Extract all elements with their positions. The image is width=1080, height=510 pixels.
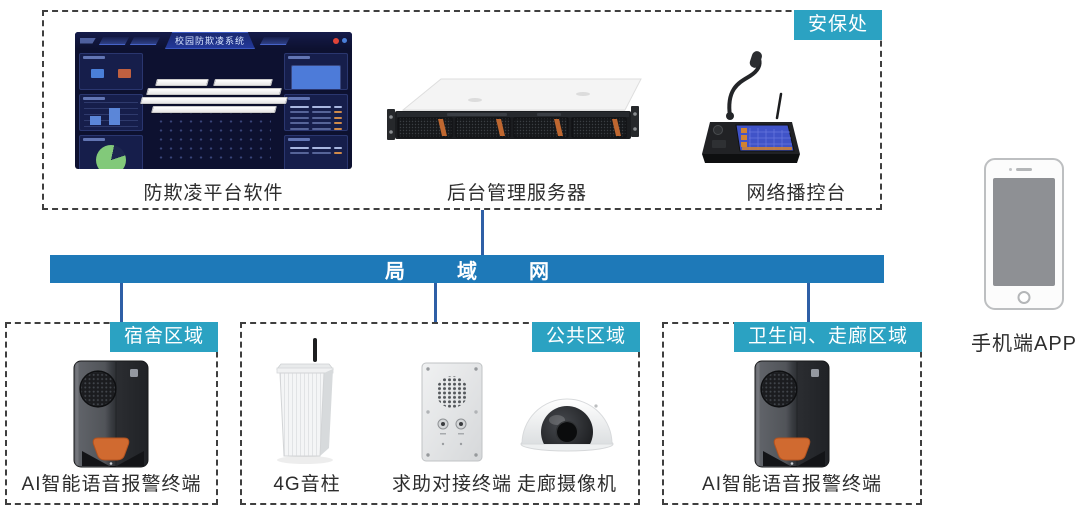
dashboard-right-column	[284, 53, 348, 169]
connector-line-restroom	[807, 283, 810, 322]
dashboard-left-column	[79, 53, 143, 169]
zone-badge-restroom-corridor: 卫生间、走廊区域	[733, 322, 922, 352]
speaker-grille	[762, 372, 796, 406]
zone-dormitory: 宿舍区域 AI智能语音报警终端	[5, 322, 218, 505]
campus-map-3d	[139, 53, 288, 169]
dashboard-nav-tab	[98, 36, 130, 45]
help-terminal-label: 求助对接终端	[391, 474, 512, 495]
connector-line-dormitory	[120, 283, 123, 322]
server-label: 后台管理服务器	[446, 183, 587, 204]
ai-terminal-label: AI智能语音报警终端	[21, 474, 202, 495]
zone-badge-security-office: 安保处	[793, 10, 882, 40]
help-intercom-image	[421, 362, 483, 462]
zone-badge-public-area: 公共区域	[531, 322, 640, 352]
lan-bar: 局域网	[50, 255, 884, 283]
platform-dashboard-image: 校园防欺凌系统	[75, 32, 352, 169]
sos-button	[773, 437, 811, 461]
alarm-list-panel	[284, 94, 348, 132]
connector-line-public	[434, 283, 437, 322]
pie-chart	[96, 145, 126, 169]
speaker-grille	[81, 372, 115, 406]
management-server-image	[387, 78, 642, 140]
phone-camera-dot	[1009, 168, 1012, 171]
zone-restroom-corridor: 卫生间、走廊区域 AI智能语音报警终端	[662, 322, 922, 505]
broadcast-console-image	[702, 51, 800, 163]
dashboard-alarm-icon	[333, 37, 347, 44]
dashboard-logo-icon	[80, 37, 96, 44]
dashboard-body	[75, 49, 352, 169]
phone-speaker	[1016, 168, 1032, 171]
phone-home-button	[1017, 291, 1031, 304]
event-list-panel	[284, 135, 348, 169]
phone-screen	[993, 178, 1055, 286]
stats-panel	[79, 53, 143, 91]
dashboard-title: 校园防欺凌系统	[165, 32, 256, 49]
zone-public-area: 公共区域 4G音柱 求助对接终端	[240, 322, 640, 505]
platform-software-label: 防欺凌平台软件	[143, 183, 284, 204]
speaker-grille	[436, 376, 468, 408]
console-label: 网络播控台	[746, 183, 847, 204]
video-panel	[284, 53, 348, 91]
dashboard-nav-tab	[129, 36, 161, 45]
building-models	[139, 79, 288, 114]
camera-label: 走廊摄像机	[516, 474, 617, 495]
dashboard-header: 校园防欺凌系统	[75, 32, 352, 49]
pie-chart-panel	[79, 135, 143, 169]
ai-alarm-terminal-image	[754, 360, 830, 468]
antenna	[313, 338, 317, 362]
sound-column-label: 4G音柱	[273, 474, 341, 495]
mobile-phone-image	[984, 158, 1064, 310]
zone-security-office: 安保处 校园防欺凌系统	[42, 10, 882, 210]
mobile-app-label: 手机端APP	[970, 333, 1078, 355]
sos-button	[92, 437, 130, 461]
ai-alarm-terminal-image	[73, 360, 149, 468]
zone-badge-dormitory: 宿舍区域	[109, 322, 218, 352]
bar-chart-panel	[79, 94, 143, 132]
ai-terminal-label: AI智能语音报警终端	[702, 474, 882, 495]
corridor-camera-image	[520, 398, 614, 452]
4g-sound-column-image	[276, 338, 334, 464]
video-feed	[292, 66, 340, 90]
lan-label: 局域网	[385, 260, 601, 283]
connector-line-top	[481, 210, 484, 255]
dashboard-nav-tab	[259, 36, 291, 45]
antenna	[775, 92, 783, 120]
